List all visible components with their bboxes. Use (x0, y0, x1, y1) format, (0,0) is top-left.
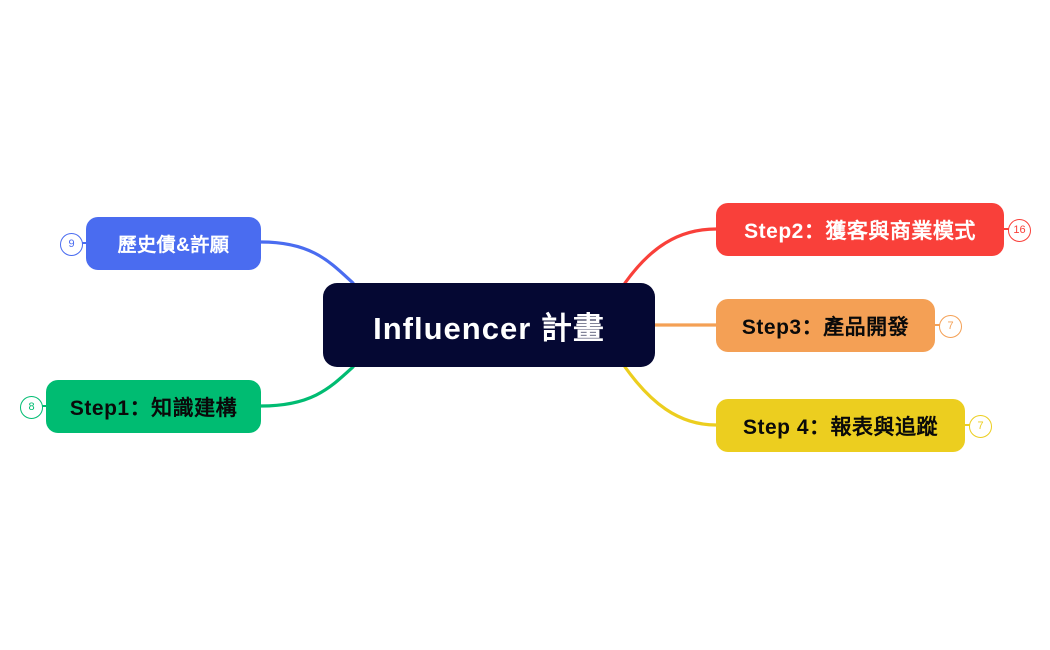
root-node[interactable]: Influencer 計畫 (323, 283, 655, 367)
badge-count-step3[interactable]: 7 (939, 315, 962, 338)
badge-count-step2[interactable]: 16 (1008, 219, 1031, 242)
connector-root-to-step1 (259, 365, 355, 408)
badge-stub-step1 (39, 405, 48, 407)
branch-node-step1[interactable]: Step1：知識建構 (46, 380, 261, 433)
connector-root-to-step4 (623, 365, 718, 427)
branch-node-step2[interactable]: Step2：獲客與商業模式 (716, 203, 1004, 256)
badge-stub-history (79, 242, 88, 244)
branch-node-step4[interactable]: Step 4：報表與追蹤 (716, 399, 965, 452)
badge-stub-step3 (933, 324, 941, 326)
connector-root-to-step2 (623, 227, 718, 285)
badge-count-step4[interactable]: 7 (969, 415, 992, 438)
badge-stub-step2 (1002, 228, 1010, 230)
badge-count-history[interactable]: 9 (60, 233, 83, 256)
badge-count-step1[interactable]: 8 (20, 396, 43, 419)
branch-node-step3[interactable]: Step3：產品開發 (716, 299, 935, 352)
connector-root-to-history (259, 240, 355, 285)
branch-node-history[interactable]: 歷史債&許願 (86, 217, 261, 270)
badge-stub-step4 (963, 424, 971, 426)
